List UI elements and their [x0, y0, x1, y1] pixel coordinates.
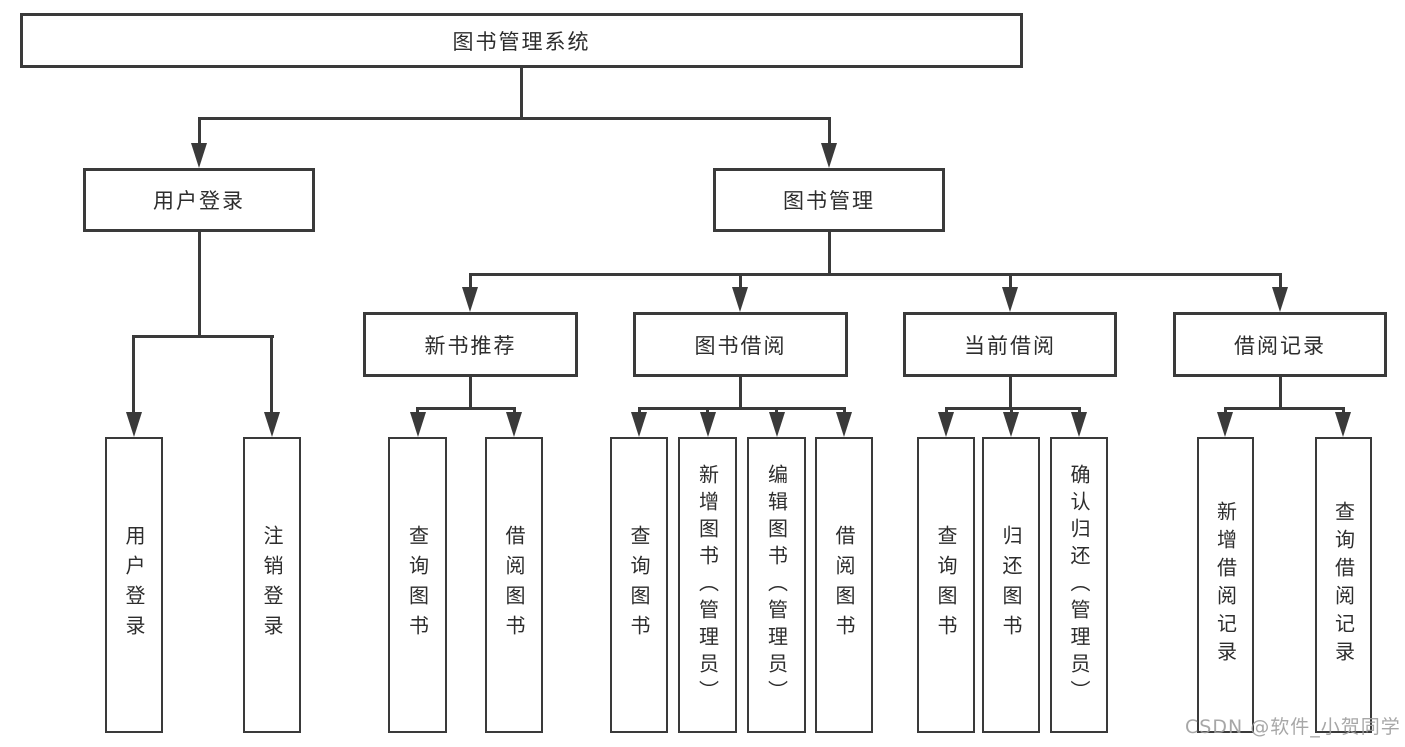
arrow-to-borrow-rec	[506, 412, 522, 437]
node-borrow-records: 借阅记录	[1173, 312, 1387, 377]
node-new-book-recommend: 新书推荐	[363, 312, 578, 377]
connector-drop-borrow-rec	[513, 407, 516, 415]
connector-borrow-records-stem	[1279, 377, 1282, 410]
arrow-to-add-books	[700, 412, 716, 437]
connector-drop-edit-books	[775, 407, 778, 415]
connector-book-borrow-stem	[739, 377, 742, 410]
leaf-user-login: 用户登录	[105, 437, 163, 733]
leaf-query-books-recommend: 查询图书	[388, 437, 447, 733]
connector-root-stem	[520, 68, 523, 120]
connector-drop-new-book-rec	[469, 273, 472, 290]
arrow-to-logout	[264, 412, 280, 437]
connector-drop-login	[132, 335, 135, 415]
connector-new-book-rec-stem	[469, 377, 472, 410]
connector-drop-confirm-return	[1078, 407, 1081, 415]
csdn-watermark: CSDN @软件_小贺同学	[1185, 716, 1401, 738]
connector-user-login-rail	[132, 335, 274, 338]
leaf-query-borrow-record: 查询借阅记录	[1315, 437, 1372, 733]
connector-current-borrow-stem	[1009, 377, 1012, 410]
leaf-borrow-books-recommend: 借阅图书	[485, 437, 543, 733]
arrow-to-borrow-books	[836, 412, 852, 437]
node-root-system: 图书管理系统	[20, 13, 1023, 68]
leaf-add-borrow-record: 新增借阅记录	[1197, 437, 1254, 733]
leaf-add-books-admin: 新增图书（管理员）	[678, 437, 737, 733]
connector-drop-query-rec	[416, 407, 419, 415]
arrow-to-return-books	[1003, 412, 1019, 437]
leaf-confirm-return-admin: 确认归还（管理员）	[1050, 437, 1108, 733]
connector-book-borrow-rail	[638, 407, 846, 410]
leaf-edit-books-admin: 编辑图书（管理员）	[747, 437, 806, 733]
leaf-return-books: 归还图书	[982, 437, 1040, 733]
arrow-to-query-borrow	[631, 412, 647, 437]
arrow-to-confirm-return	[1071, 412, 1087, 437]
arrow-to-edit-books	[769, 412, 785, 437]
connector-drop-query-borrow	[638, 407, 641, 415]
connector-level3-rail	[469, 273, 1282, 276]
node-user-login: 用户登录	[83, 168, 315, 232]
arrow-to-borrow-records	[1272, 287, 1288, 312]
leaf-logout: 注销登录	[243, 437, 301, 733]
connector-level2-rail	[198, 117, 831, 120]
arrow-to-book-mgmt	[821, 143, 837, 168]
connector-drop-borrow-records	[1279, 273, 1282, 290]
connector-book-mgmt-stem	[828, 232, 831, 276]
arrow-to-add-record	[1217, 412, 1233, 437]
connector-new-book-rec-rail	[416, 407, 516, 410]
connector-current-borrow-rail	[945, 407, 1081, 410]
arrow-to-user-login	[191, 143, 207, 168]
arrow-to-new-book-rec	[462, 287, 478, 312]
leaf-query-books-borrow: 查询图书	[610, 437, 668, 733]
connector-drop-user-login	[198, 117, 201, 146]
connector-drop-add-books	[706, 407, 709, 415]
arrow-to-query-record	[1335, 412, 1351, 437]
connector-drop-current-borrow	[1009, 273, 1012, 290]
connector-drop-add-record	[1224, 407, 1227, 415]
connector-borrow-records-rail	[1224, 407, 1345, 410]
connector-drop-query-current	[945, 407, 948, 415]
node-book-management: 图书管理	[713, 168, 945, 232]
connector-drop-book-mgmt	[828, 117, 831, 146]
connector-drop-logout	[270, 335, 273, 415]
node-current-borrow: 当前借阅	[903, 312, 1117, 377]
connector-drop-return-books	[1010, 407, 1013, 415]
leaf-borrow-books: 借阅图书	[815, 437, 873, 733]
arrow-to-login	[126, 412, 142, 437]
leaf-query-books-current: 查询图书	[917, 437, 975, 733]
arrow-to-book-borrow	[732, 287, 748, 312]
connector-drop-borrow-books	[843, 407, 846, 415]
node-book-borrow: 图书借阅	[633, 312, 848, 377]
connector-drop-book-borrow	[739, 273, 742, 290]
connector-user-login-stem	[198, 232, 201, 338]
connector-drop-query-record	[1342, 407, 1345, 415]
arrow-to-query-rec	[410, 412, 426, 437]
arrow-to-query-current	[938, 412, 954, 437]
arrow-to-current-borrow	[1002, 287, 1018, 312]
